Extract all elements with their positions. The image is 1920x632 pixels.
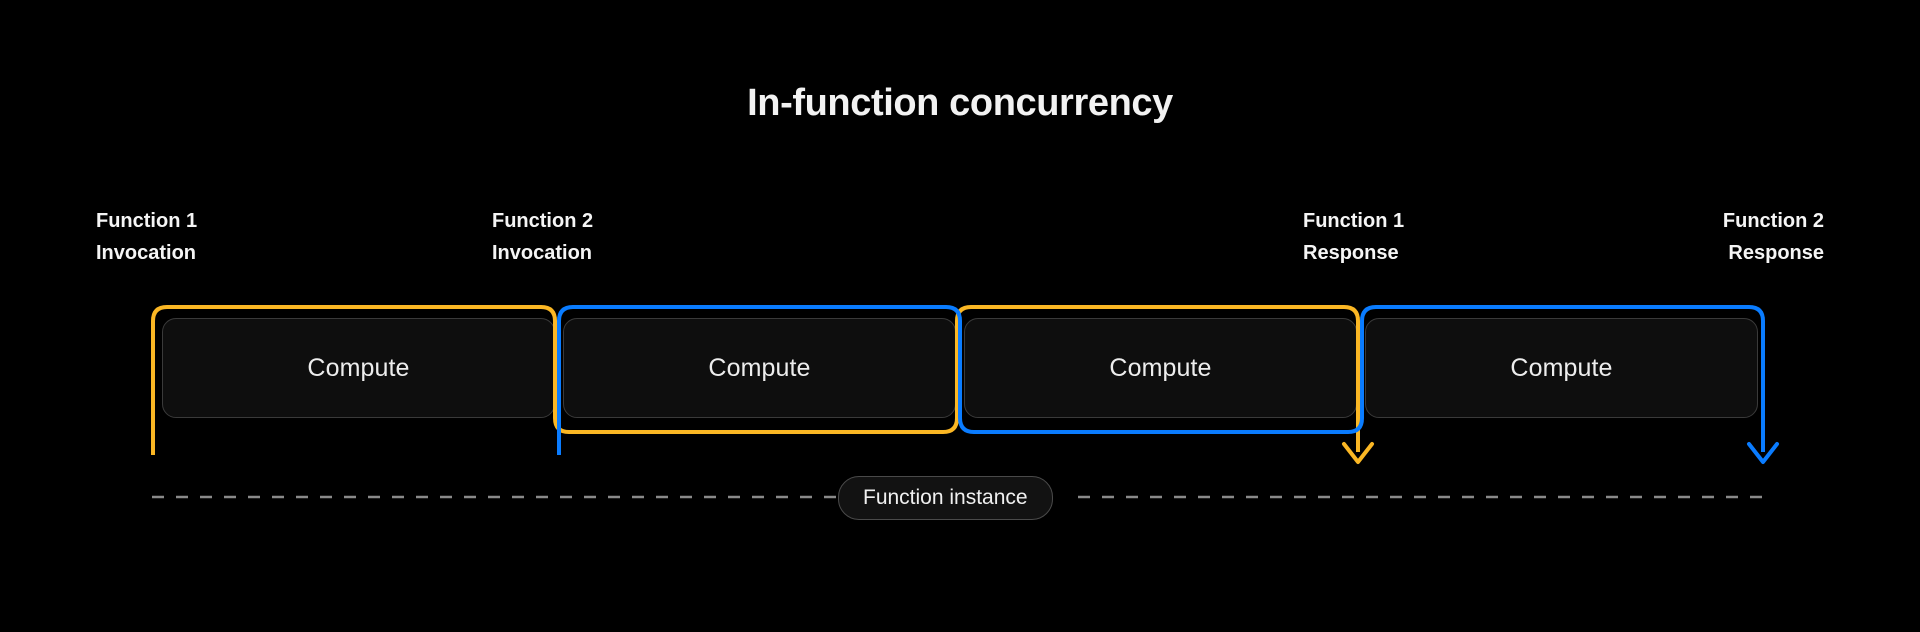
label-line-2: Response <box>1728 242 1824 264</box>
label-line-1: Function 2 <box>492 210 594 232</box>
compute-label: Compute <box>708 353 811 382</box>
compute-block-1: Compute <box>162 318 555 418</box>
label-line-1: Function 1 <box>96 210 198 232</box>
compute-block-3: Compute <box>964 318 1357 418</box>
function-instance-label: Function instance <box>863 486 1028 509</box>
label-function-2-response: Function 2 Response <box>1723 205 1824 269</box>
label-line-2: Response <box>1303 242 1399 264</box>
function-1-response-arrow-icon <box>1342 442 1374 464</box>
page-title: In-function concurrency <box>747 82 1173 124</box>
compute-label: Compute <box>1510 353 1613 382</box>
label-function-2-invocation: Function 2 Invocation <box>492 205 593 269</box>
function-2-response-arrow-icon <box>1747 442 1779 464</box>
label-function-1-response: Function 1 Response <box>1303 205 1404 269</box>
label-line-1: Function 1 <box>1303 210 1405 232</box>
label-line-2: Invocation <box>96 242 197 264</box>
label-function-1-invocation: Function 1 Invocation <box>96 205 197 269</box>
function-instance-badge: Function instance <box>838 476 1053 520</box>
label-line-1: Function 2 <box>1722 210 1824 232</box>
compute-label: Compute <box>307 353 410 382</box>
compute-block-4: Compute <box>1365 318 1758 418</box>
compute-block-2: Compute <box>563 318 956 418</box>
label-line-2: Invocation <box>492 242 593 264</box>
compute-label: Compute <box>1109 353 1212 382</box>
